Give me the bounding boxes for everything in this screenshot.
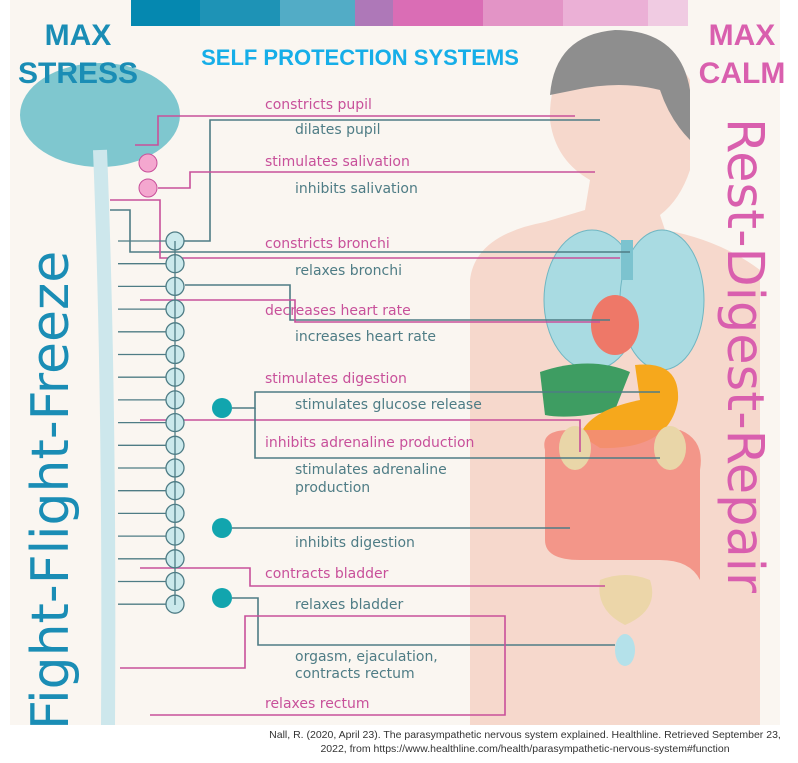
effect-label-parasympathetic: stimulates digestion — [265, 371, 407, 387]
max-stress-label-1: MAX — [45, 19, 112, 52]
liver — [540, 363, 630, 417]
effect-label-sympathetic: contracts rectum — [295, 666, 415, 682]
gradient-segment — [563, 0, 648, 26]
collateral-ganglion — [212, 398, 232, 418]
brain — [20, 63, 180, 167]
gradient-segment — [393, 0, 483, 26]
trachea — [621, 240, 633, 280]
gradient-segment — [483, 0, 563, 26]
effect-label-sympathetic: stimulates glucose release — [295, 397, 482, 413]
nerve-line — [232, 391, 660, 409]
right-kidney — [654, 426, 686, 470]
citation-line: 2022, from https://www.healthline.com/he… — [320, 743, 730, 755]
gradient-segment — [280, 0, 355, 26]
nerve-line — [232, 597, 615, 646]
effect-label-parasympathetic: contracts bladder — [265, 566, 389, 582]
rest-digest-repair-label: Rest-Digest-Repair — [715, 118, 774, 593]
collateral-ganglion — [212, 588, 232, 608]
nerve-line — [185, 284, 610, 321]
effect-label-sympathetic: inhibits digestion — [295, 535, 415, 551]
bladder — [599, 575, 653, 625]
effect-label-sympathetic: orgasm, ejaculation, — [295, 649, 438, 665]
spinal-cord — [93, 149, 116, 726]
effect-label-sympathetic: inhibits salivation — [295, 181, 418, 197]
nerve-line — [110, 199, 620, 259]
hair — [550, 30, 690, 140]
nerve-connections — [110, 115, 660, 716]
intestines — [544, 430, 701, 580]
reproductive-organ — [615, 634, 635, 666]
max-stress-label-2: STRESS — [18, 57, 138, 90]
citation-line: Nall, R. (2020, April 23). The parasympa… — [269, 729, 781, 741]
effect-label-sympathetic: increases heart rate — [295, 329, 436, 345]
citation: Nall, R. (2020, April 23). The parasympa… — [255, 728, 795, 756]
nerve-line — [158, 171, 595, 189]
effect-label-parasympathetic: stimulates salivation — [265, 154, 410, 170]
effect-label-sympathetic: stimulates adrenaline — [295, 462, 447, 478]
fight-flight-freeze-label: Fight-Flight-Freeze — [21, 251, 81, 730]
gradient-segment — [355, 0, 393, 26]
gradient-segment — [131, 0, 200, 26]
parasympathetic-ganglion — [138, 178, 158, 198]
nerve-line — [254, 408, 660, 459]
ganglia — [118, 153, 232, 614]
nerve-line — [175, 119, 600, 242]
nerve-line — [135, 115, 575, 146]
effect-label-sympathetic: dilates pupil — [295, 122, 381, 138]
heart — [591, 295, 639, 355]
nerve-line — [110, 209, 630, 253]
max-calm-label-2: CALM — [699, 57, 786, 90]
nerve-line — [140, 419, 581, 452]
effect-label-sympathetic: relaxes bladder — [295, 597, 403, 613]
effect-label-sympathetic: production — [295, 480, 370, 496]
nerve-line — [140, 299, 600, 323]
effect-label-parasympathetic: constricts pupil — [265, 97, 372, 113]
parasympathetic-ganglion — [138, 153, 158, 173]
nerve-line — [120, 615, 506, 716]
page-title: SELF PROTECTION SYSTEMS — [201, 45, 519, 70]
nerve-line — [140, 567, 605, 587]
effect-label-sympathetic: relaxes bronchi — [295, 263, 402, 279]
left-kidney — [559, 426, 591, 470]
effect-labels: constricts pupil dilates pupil stimulates … — [265, 97, 482, 712]
body-figure — [470, 30, 760, 726]
gradient-segment — [648, 0, 688, 26]
effect-label-parasympathetic: constricts bronchi — [265, 236, 390, 252]
stomach — [580, 364, 679, 449]
collateral-ganglion — [212, 518, 232, 538]
effect-label-parasympathetic: relaxes rectum — [265, 696, 370, 712]
stress-calm-gradient-bar — [131, 0, 688, 26]
gradient-segment — [200, 0, 280, 26]
effect-label-parasympathetic: decreases heart rate — [265, 303, 411, 319]
effect-label-parasympathetic: inhibits adrenaline production — [265, 435, 474, 451]
max-calm-label-1: MAX — [709, 19, 776, 52]
